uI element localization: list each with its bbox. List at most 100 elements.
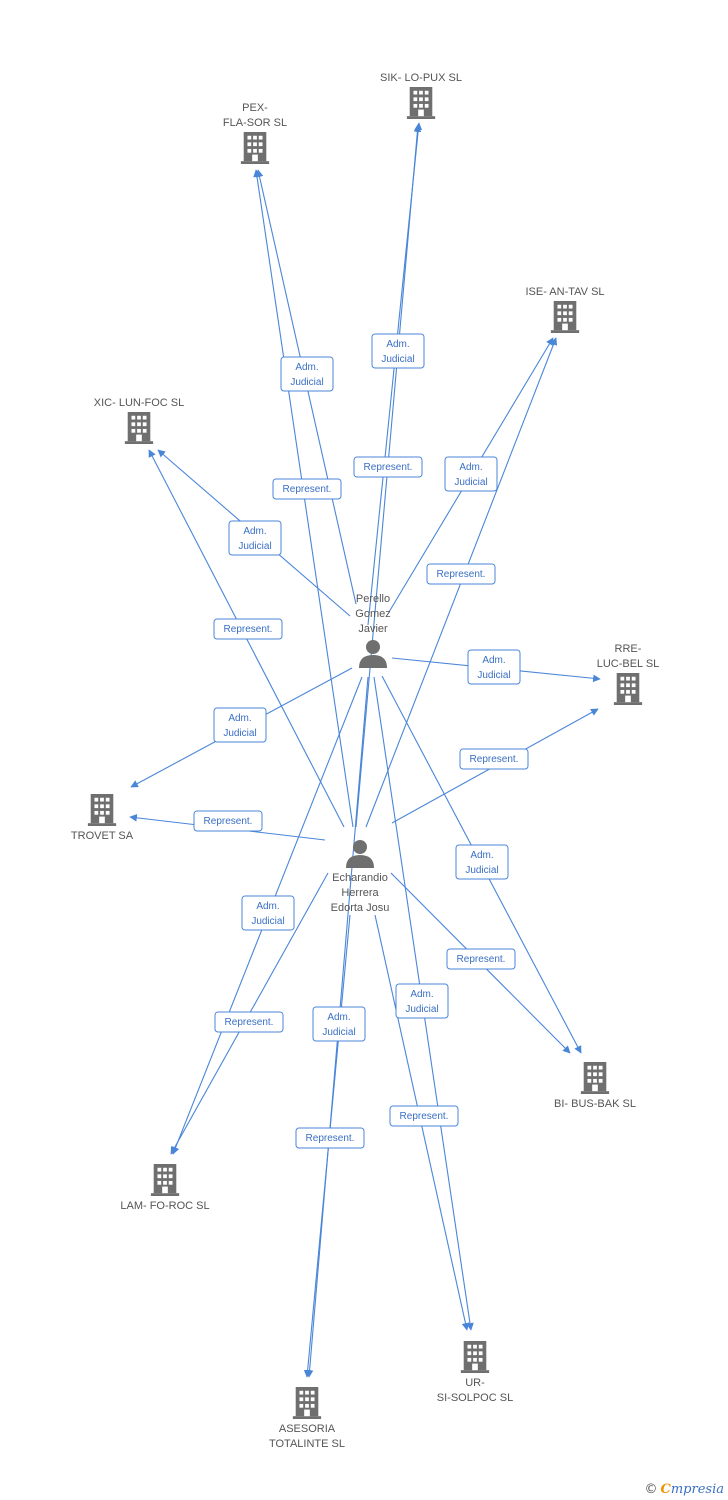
edge-label-text: Judicial — [454, 477, 487, 488]
edge-label-perello-to-sik[interactable]: Adm. Judicial — [371, 333, 425, 369]
edge-label-echarandio-to-bibus[interactable]: Represent. — [446, 948, 516, 970]
edge-label-box — [213, 707, 267, 743]
edge-label-text: Adm. — [410, 989, 433, 1000]
edge-label-text: Represent. — [400, 1111, 449, 1122]
company-node-bibus[interactable]: BI- BUS-BAK SL — [554, 1062, 636, 1110]
edge-label-text: Judicial — [251, 916, 284, 927]
edge-label-box — [467, 649, 521, 685]
node-label-echarandio: Echarandio — [332, 872, 388, 884]
empresia-brand[interactable]: ©Cmpresia — [645, 1482, 725, 1497]
edge-label-perello-to-trovet[interactable]: Adm. Judicial — [213, 707, 267, 743]
edge-label-text: Represent. — [306, 1133, 355, 1144]
edge-label-text: Judicial — [223, 728, 256, 739]
edge-label-box — [193, 810, 263, 832]
edge-label-text: Adm. — [256, 901, 279, 912]
brand-name: mpresia — [670, 1482, 724, 1497]
edge-label-box — [459, 748, 529, 770]
edge-label-box — [272, 478, 342, 500]
company-node-sik[interactable]: SIK- LO-PUX SL — [380, 72, 462, 119]
edge-label-text: Represent. — [283, 484, 332, 495]
edge-label-echarandio-to-ise[interactable]: Represent. — [426, 563, 496, 585]
edge-label-text: Judicial — [290, 377, 323, 388]
edge-label-echarandio-to-sik[interactable]: Represent. — [353, 456, 423, 478]
node-label-ursi: UR- — [465, 1377, 485, 1389]
edge-label-perello-to-ise[interactable]: Adm.Judicial — [444, 456, 498, 492]
company-node-lam[interactable]: LAM- FO-ROC SL — [120, 1164, 210, 1212]
company-node-rre[interactable]: RRE- LUC-BEL SL — [597, 643, 660, 705]
company-node-xic[interactable]: XIC- LUN-FOC SL — [94, 397, 184, 444]
building-icon — [240, 132, 270, 164]
building-icon — [580, 1062, 610, 1094]
edge-label-text: Adm. — [470, 850, 493, 861]
edge-label-echarandio-to-lam[interactable]: Represent. — [214, 1011, 284, 1033]
edge-label-text: Adm. — [295, 362, 318, 373]
node-label-pex: FLA-SOR SL — [223, 117, 287, 129]
edge-label-box — [228, 520, 282, 556]
edge-label-echarandio-to-pex[interactable]: Represent. — [272, 478, 342, 500]
edge-label-text: Adm. — [482, 655, 505, 666]
person-icon — [359, 640, 387, 668]
edge-label-text: Judicial — [238, 541, 271, 552]
edge-label-text: Adm. — [327, 1012, 350, 1023]
edge-labels-layer: Adm.JudicialAdm.JudicialAdm.JudicialAdm.… — [193, 333, 529, 1149]
building-icon — [292, 1387, 322, 1419]
edge-label-echarandio-to-rre[interactable]: Represent. — [459, 748, 529, 770]
node-label-perello: Perello — [356, 593, 390, 605]
edge-label-text: Judicial — [405, 1004, 438, 1015]
edge-label-perello-to-rre[interactable]: Adm. Judicial — [467, 649, 521, 685]
copyright-icon: © — [644, 1482, 658, 1497]
edge-label-text: Judicial — [477, 670, 510, 681]
edge-label-text: Judicial — [465, 865, 498, 876]
edge-label-perello-to-xic[interactable]: Adm. Judicial — [228, 520, 282, 556]
edge-label-box — [446, 948, 516, 970]
edge-label-box — [280, 356, 334, 392]
edge-label-text: Adm. — [228, 713, 251, 724]
edge-label-perello-to-pex[interactable]: Adm. Judicial — [280, 356, 334, 392]
edge-label-text: Represent. — [204, 816, 253, 827]
edge-label-text: Represent. — [364, 462, 413, 473]
edge-label-box — [312, 1006, 366, 1042]
node-label-rre: LUC-BEL SL — [597, 658, 660, 670]
node-label-trovet: TROVET SA — [71, 830, 134, 842]
edge-label-echarandio-to-trovet[interactable]: Represent. — [193, 810, 263, 832]
node-label-echarandio: Edorta Josu — [331, 902, 390, 914]
node-label-ise: ISE- AN-TAV SL — [525, 286, 604, 298]
node-label-asesoria: TOTALINTE SL — [269, 1438, 345, 1450]
node-label-bibus: BI- BUS-BAK SL — [554, 1098, 636, 1110]
brand-logo-initial: C — [660, 1482, 671, 1497]
node-label-rre: RRE- — [615, 643, 642, 655]
company-node-asesoria[interactable]: ASESORIA TOTALINTE SL — [269, 1387, 345, 1450]
edge-label-box — [353, 456, 423, 478]
edge-label-text: Adm. — [243, 526, 266, 537]
edge-label-perello-to-ursi[interactable]: Adm. Judicial — [395, 983, 449, 1019]
company-node-pex[interactable]: PEX-FLA-SOR SL — [223, 102, 287, 164]
edge-label-echarandio-to-ursi[interactable]: Represent. — [389, 1105, 459, 1127]
nodes-layer: SIK- LO-PUX SL PEX-FLA-SOR SL ISE- AN-TAV … — [71, 72, 659, 1450]
edge-label-text: Represent. — [225, 1017, 274, 1028]
edge-label-box — [214, 1011, 284, 1033]
edge-label-box — [444, 456, 498, 492]
edge-label-box — [371, 333, 425, 369]
company-node-ise[interactable]: ISE- AN-TAV SL — [525, 286, 605, 333]
building-icon — [613, 673, 643, 705]
edge-label-perello-to-lam[interactable]: Adm. Judicial — [241, 895, 295, 931]
person-icon — [346, 840, 374, 868]
building-icon — [87, 794, 117, 826]
building-icon — [124, 412, 154, 444]
edge-label-perello-to-asesoria[interactable]: Adm.Judicial — [312, 1006, 366, 1042]
edge-label-echarandio-to-xic[interactable]: Represent. — [213, 618, 283, 640]
edge-label-text: Adm. — [386, 339, 409, 350]
edge-label-echarandio-to-asesoria[interactable]: Represent. — [295, 1127, 365, 1149]
company-node-trovet[interactable]: TROVET SA — [71, 794, 134, 842]
edge-label-perello-to-bibus[interactable]: Adm. Judicial — [455, 844, 509, 880]
company-node-ursi[interactable]: UR-SI-SOLPOC SL — [437, 1341, 513, 1404]
edge-label-text: Judicial — [381, 354, 414, 365]
node-label-lam: LAM- FO-ROC SL — [120, 1200, 209, 1212]
node-label-xic: XIC- LUN-FOC SL — [94, 397, 184, 409]
edge-label-box — [241, 895, 295, 931]
edge-label-box — [455, 844, 509, 880]
node-label-asesoria: ASESORIA — [279, 1423, 336, 1435]
